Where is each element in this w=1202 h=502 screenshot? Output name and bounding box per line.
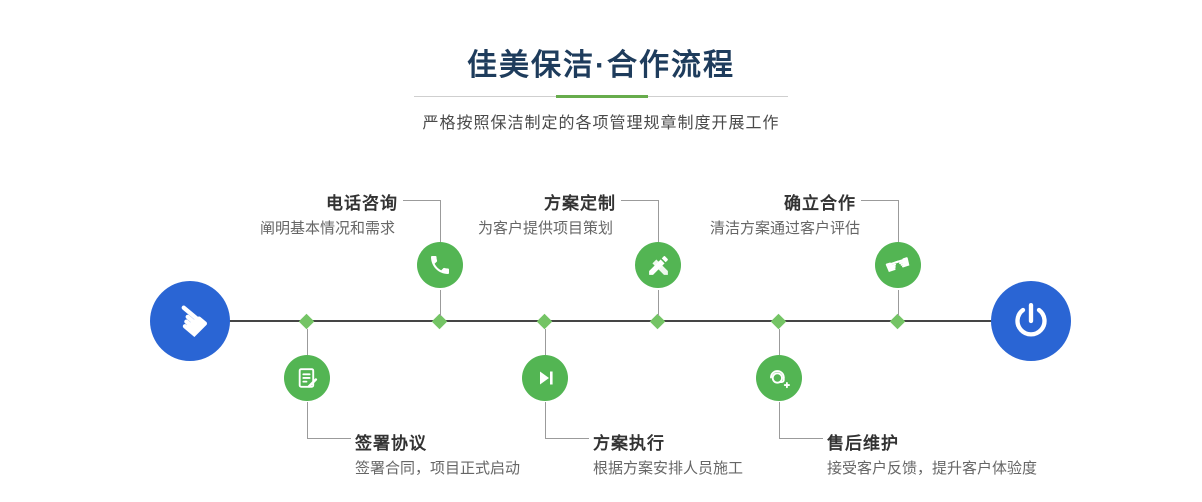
connector [545, 438, 589, 439]
step-node-design [635, 242, 681, 288]
connector [779, 438, 823, 439]
timeline-diamond [889, 313, 906, 330]
step-desc: 阐明基本情况和需求 [260, 220, 396, 237]
page-title: 佳美保洁·合作流程 [467, 49, 735, 82]
step-title: 售后维护 [827, 434, 899, 453]
step-title: 方案执行 [593, 434, 665, 453]
step-desc: 清洁方案通过客户评估 [710, 220, 861, 237]
step-node-execution [522, 355, 568, 401]
connector [307, 329, 308, 355]
connector [545, 402, 546, 438]
start-node: ☚ [150, 281, 230, 361]
execute-play-icon [540, 371, 553, 385]
connector [545, 329, 546, 355]
step-desc: 为客户提供项目策划 [478, 220, 614, 237]
hand-pointer-icon: ☚ [160, 290, 220, 351]
timeline-diamond [649, 313, 666, 330]
end-node [991, 281, 1071, 361]
connector [898, 200, 899, 242]
pencil-design-icon [648, 255, 668, 275]
connector [658, 200, 659, 242]
title-divider [414, 95, 788, 98]
timeline-diamond [536, 313, 553, 330]
timeline-line [190, 320, 1032, 322]
step-desc: 签署合同，项目正式启动 [355, 460, 521, 477]
customer-service-icon [770, 370, 790, 389]
phone-icon [431, 256, 449, 274]
power-icon [1015, 303, 1047, 337]
step-title: 签署协议 [355, 434, 427, 453]
step-title: 电话咨询 [326, 194, 398, 213]
contract-icon [298, 367, 317, 388]
connector [658, 290, 659, 316]
timeline-diamond [298, 313, 315, 330]
timeline-diamond [431, 313, 448, 330]
step-desc: 根据方案安排人员施工 [593, 460, 744, 477]
connector [779, 329, 780, 355]
connector [440, 200, 441, 242]
timeline-diamond [770, 313, 787, 330]
step-node-cooperation: ☛☚ [875, 242, 921, 288]
step-title: 方案定制 [544, 194, 616, 213]
title-divider-accent [556, 95, 648, 98]
page-subtitle: 严格按照保洁制定的各项管理规章制度开展工作 [422, 115, 780, 132]
connector [621, 200, 658, 201]
connector [779, 402, 780, 438]
handshake-icon: ☛☚ [882, 250, 914, 280]
connector [403, 200, 440, 201]
step-title: 确立合作 [784, 194, 856, 213]
connector [898, 290, 899, 316]
step-node-service [756, 355, 802, 401]
connector [440, 290, 441, 316]
step-node-phone [417, 242, 463, 288]
connector [307, 438, 351, 439]
step-desc: 接受客户反馈，提升客户体验度 [827, 460, 1038, 477]
connector [861, 200, 898, 201]
connector [307, 402, 308, 438]
step-node-contract [284, 355, 330, 401]
